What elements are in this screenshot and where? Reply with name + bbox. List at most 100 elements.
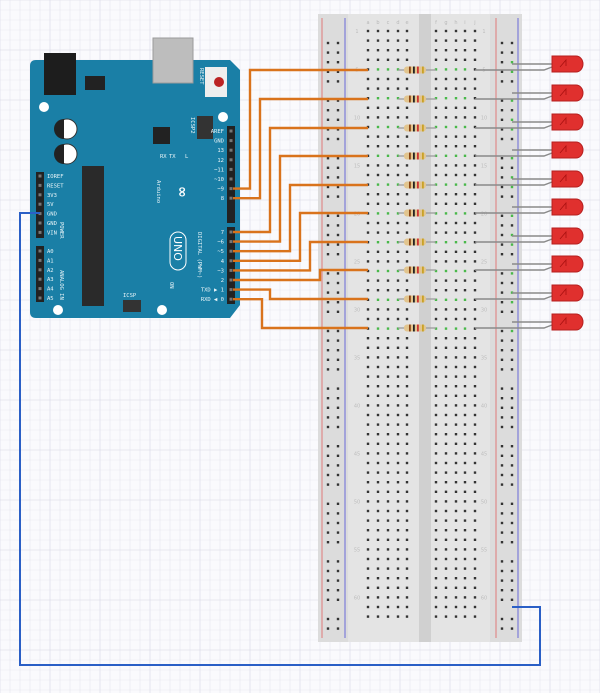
breadboard-hole <box>463 164 467 167</box>
breadboard-hole <box>376 58 380 61</box>
led <box>551 84 584 102</box>
rail-hole <box>336 502 340 505</box>
led-reflector <box>559 173 567 183</box>
breadboard-hole <box>376 346 380 349</box>
breadboard-hole <box>376 452 380 455</box>
breadboard-hole <box>396 337 400 340</box>
digital-pin <box>229 196 233 200</box>
breadboard-hole <box>386 461 390 465</box>
breadboard-hole <box>463 519 467 522</box>
signal-wire <box>233 298 368 330</box>
rail-hole <box>336 569 340 573</box>
row-label: 20 <box>481 211 487 217</box>
breadboard-hole <box>454 183 458 186</box>
rail-hole <box>336 560 340 563</box>
breadboard-hole <box>386 615 390 618</box>
breadboard-hole <box>386 490 390 493</box>
breadboard-hole <box>405 557 409 561</box>
row-label: 55 <box>354 547 360 553</box>
breadboard-hole <box>454 509 458 513</box>
breadboard-hole <box>386 308 390 311</box>
rail-hole <box>326 473 330 477</box>
breadboard-hole <box>463 557 467 561</box>
rail-hole <box>500 224 504 227</box>
breadboard-hole <box>463 346 467 349</box>
breadboard-hole <box>366 346 370 349</box>
breadboard-hole <box>386 279 390 282</box>
rail-hole <box>500 99 504 102</box>
infinity-logo: ∞ <box>174 186 190 198</box>
rail-hole <box>336 387 340 390</box>
rail-hole <box>500 281 504 285</box>
icsp-label: ICSP <box>123 293 137 299</box>
breadboard-hole <box>386 116 390 119</box>
rail-hole <box>326 224 330 227</box>
rail-hole <box>336 483 340 486</box>
signal-wire <box>233 154 368 243</box>
breadboard-hole <box>444 308 448 311</box>
breadboard-hole <box>434 529 438 532</box>
row-label: 50 <box>481 499 487 505</box>
rail-hole <box>510 406 514 409</box>
pin-label: RXD ◀ 0 <box>201 297 224 303</box>
breadboard-hole <box>405 404 409 407</box>
resistor-band <box>413 209 415 217</box>
breadboard-hole <box>386 145 390 148</box>
breadboard-hole <box>454 413 458 417</box>
resistor-band <box>417 266 419 274</box>
signal-wire <box>233 288 368 301</box>
pin-label: ~5 <box>217 249 224 255</box>
rail-hole <box>326 617 330 621</box>
breadboard-hole <box>396 260 400 263</box>
rail-hole <box>510 531 514 534</box>
breadboard-hole <box>434 125 438 129</box>
breadboard-hole <box>473 116 477 119</box>
breadboard-hole <box>386 557 390 561</box>
led <box>551 284 584 302</box>
breadboard-hole <box>444 615 448 618</box>
column-label: e <box>405 20 408 26</box>
digital-pin <box>229 187 233 191</box>
rail-hole <box>500 473 504 477</box>
pin-label: GND <box>214 139 224 145</box>
breadboard-hole <box>454 346 458 349</box>
breadboard-hole <box>454 116 458 119</box>
breadboard-hole <box>396 471 400 474</box>
breadboard-hole <box>366 413 370 417</box>
resistor-band <box>409 124 411 132</box>
breadboard-hole <box>366 317 370 321</box>
rail-hole <box>500 521 504 525</box>
rail-hole <box>510 512 514 515</box>
breadboard-hole <box>376 423 380 426</box>
rail-hole <box>326 109 330 112</box>
breadboard-hole <box>405 586 409 589</box>
breadboard-hole <box>473 500 477 503</box>
breadboard-hole <box>473 250 477 253</box>
breadboard-hole <box>376 557 380 561</box>
breadboard-hole <box>396 77 400 81</box>
rail-hole <box>510 253 514 256</box>
breadboard-hole <box>444 173 448 177</box>
breadboard-hole <box>454 596 458 599</box>
breadboard-hole <box>434 317 438 321</box>
breadboard-hole <box>444 68 448 71</box>
led-anode-wire <box>475 295 553 300</box>
rail-hole <box>336 61 340 64</box>
breadboard-hole <box>454 385 458 388</box>
breadboard-hole <box>454 173 458 177</box>
signal-wire <box>233 240 368 272</box>
breadboard-hole <box>396 423 400 426</box>
rail-hole <box>510 301 514 304</box>
rail-hole <box>500 464 504 467</box>
rail-hole <box>336 195 340 198</box>
rail-hole <box>510 502 514 505</box>
breadboard-hole <box>405 509 409 513</box>
breadboard-hole <box>463 58 467 61</box>
breadboard-hole <box>444 183 448 186</box>
breadboard-hole <box>386 596 390 599</box>
rail-hole <box>326 627 330 630</box>
breadboard-hole <box>386 567 390 570</box>
rail-hole <box>510 598 514 601</box>
breadboard-hole <box>444 423 448 426</box>
